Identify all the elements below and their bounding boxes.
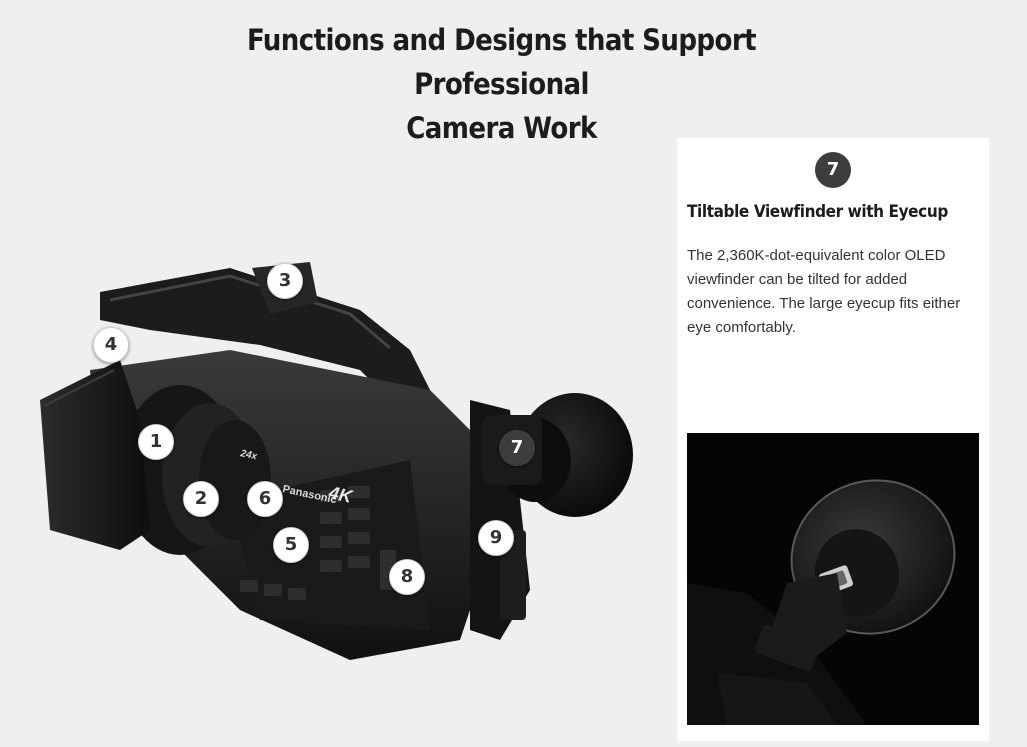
hotspot-9[interactable]: 9 [478,520,514,556]
feature-detail-panel: 7 Tiltable Viewfinder with Eyecup The 2,… [677,138,989,741]
page-title-line-2: Camera Work [406,111,597,145]
camera-illustration: Panasonic 4K 24x 1 2 3 4 5 6 7 8 9 [30,250,640,670]
camcorder-icon: Panasonic 4K 24x [40,262,633,660]
hotspot-7[interactable]: 7 [499,430,535,466]
page-title-line-1: Functions and Designs that Support Profe… [247,23,757,101]
hotspot-6[interactable]: 6 [247,481,283,517]
camera-zoom-label: 24x [238,448,258,463]
hotspot-4[interactable]: 4 [93,327,129,363]
hotspot-8[interactable]: 8 [389,559,425,595]
feature-number-badge: 7 [815,152,851,188]
feature-title: Tiltable Viewfinder with Eyecup [687,202,948,222]
page-title: Functions and Designs that Support Profe… [180,18,823,150]
hotspot-5[interactable]: 5 [273,527,309,563]
viewfinder-eyecup-photo [687,433,979,725]
hotspot-2[interactable]: 2 [183,481,219,517]
hotspot-3[interactable]: 3 [267,263,303,299]
eyecup-icon [687,433,979,725]
hotspot-1[interactable]: 1 [138,424,174,460]
feature-description: The 2,360K-dot-equivalent color OLED vie… [687,247,961,336]
